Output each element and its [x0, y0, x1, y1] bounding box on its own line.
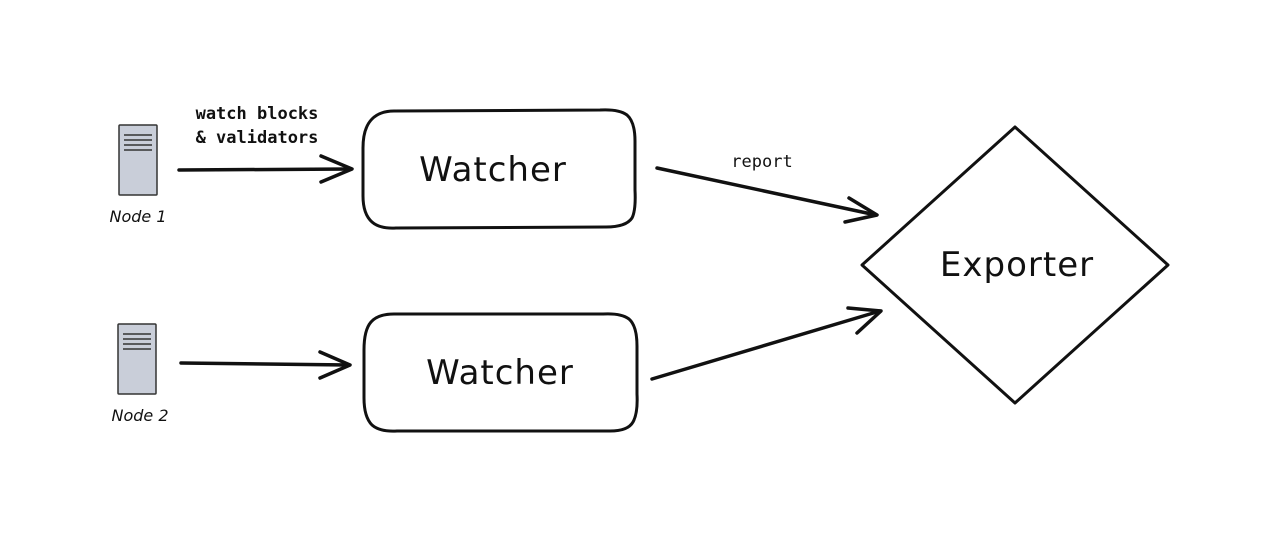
- watcher-2-label: Watcher: [426, 353, 574, 393]
- arrow-node1-to-watcher1: [177, 154, 354, 184]
- edge-label-watch-blocks: watch blocks: [196, 104, 319, 124]
- edge-label-validators: & validators: [196, 128, 319, 148]
- watcher-1-label: Watcher: [419, 150, 567, 190]
- exporter-diamond: Exporter: [860, 125, 1170, 405]
- node-1-label: Node 1: [109, 207, 166, 226]
- watcher-1-box: Watcher: [361, 108, 637, 230]
- arrow-node2-to-watcher2: [179, 350, 352, 380]
- arrow-watcher1-to-exporter: [655, 166, 879, 224]
- node-2-server-icon: [117, 323, 157, 395]
- exporter-label: Exporter: [940, 245, 1094, 285]
- node-1-server-icon: [118, 124, 158, 196]
- watcher-2-box: Watcher: [362, 312, 639, 433]
- node-2-label: Node 2: [111, 406, 168, 425]
- edge-label-report: report: [731, 152, 792, 172]
- arrow-watcher2-to-exporter: [650, 306, 883, 381]
